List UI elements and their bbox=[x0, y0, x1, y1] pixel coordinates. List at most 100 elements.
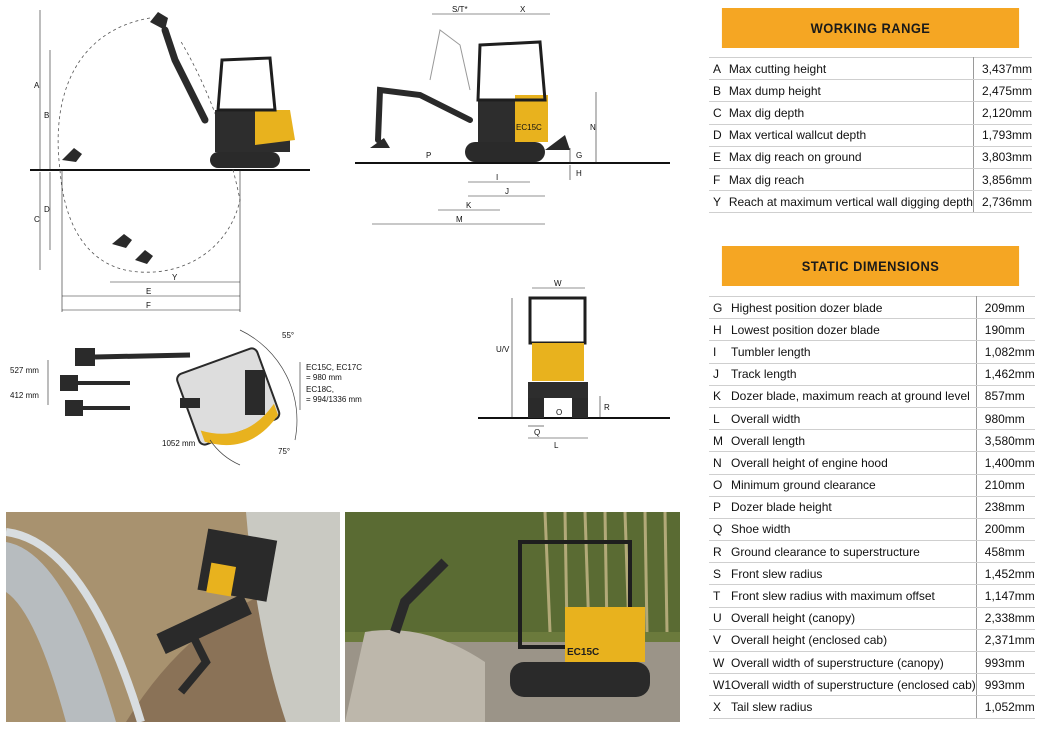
label-Y: Y bbox=[172, 273, 178, 282]
spec-value: 1,793mm bbox=[973, 124, 1032, 147]
static-dimensions-header: STATIC DIMENSIONS bbox=[721, 246, 1020, 286]
spec-label: Overall height (canopy) bbox=[731, 607, 977, 630]
spec-letter: S bbox=[709, 562, 731, 586]
spec-label: Shoe width bbox=[731, 518, 977, 542]
label-ST: S/T* bbox=[452, 5, 468, 14]
spec-letter: N bbox=[709, 451, 731, 475]
technical-diagrams: A B C D Y E F EC15C S/T* bbox=[10, 5, 670, 466]
spec-letter: B bbox=[709, 79, 729, 103]
spec-letter: H bbox=[709, 318, 731, 342]
spec-value: 993mm bbox=[976, 651, 1035, 675]
label-75-deg: 75° bbox=[278, 447, 290, 456]
spec-label: Overall width bbox=[731, 407, 977, 431]
note-ec15c: EC15C, EC17C bbox=[306, 363, 362, 372]
spec-letter: C bbox=[709, 101, 729, 125]
spec-value: 2,338mm bbox=[976, 607, 1035, 630]
label-F: F bbox=[146, 301, 151, 310]
spec-label: Tumbler length bbox=[731, 340, 977, 364]
label-412mm: 412 mm bbox=[10, 391, 39, 400]
spec-letter: E bbox=[709, 146, 729, 169]
spec-label: Overall height of engine hood bbox=[731, 451, 977, 475]
spec-label: Max dig reach bbox=[728, 168, 974, 192]
spec-letter: K bbox=[709, 385, 731, 408]
spec-label: Max vertical wallcut depth bbox=[728, 124, 974, 147]
label-N: N bbox=[590, 123, 596, 132]
spec-value: 238mm bbox=[976, 496, 1035, 519]
label-Q: Q bbox=[534, 428, 540, 437]
label-E: E bbox=[146, 287, 151, 296]
machine-model-text: EC15C bbox=[516, 123, 542, 132]
label-M: M bbox=[456, 215, 463, 224]
spec-letter: A bbox=[709, 56, 729, 81]
label-D: D bbox=[44, 205, 50, 214]
label-P: P bbox=[426, 151, 431, 160]
spec-label: Highest position dozer blade bbox=[731, 295, 977, 320]
spec-value: 1,082mm bbox=[976, 340, 1035, 364]
spec-label: Ground clearance to superstructure bbox=[731, 540, 977, 564]
spec-value: 993mm bbox=[976, 673, 1035, 697]
spec-letter: G bbox=[709, 295, 731, 320]
front-view-diagram: W U/V R O Q L bbox=[478, 279, 670, 450]
spec-value: 1,147mm bbox=[976, 584, 1035, 608]
label-H: H bbox=[576, 169, 582, 178]
spec-value: 2,371mm bbox=[976, 629, 1035, 653]
label-J: J bbox=[505, 187, 509, 196]
label-1052mm: 1052 mm bbox=[162, 439, 196, 448]
label-C: C bbox=[34, 215, 40, 224]
label-527mm: 527 mm bbox=[10, 366, 39, 375]
spec-label: Max dig depth bbox=[728, 101, 974, 125]
spec-letter: W bbox=[709, 651, 731, 675]
spec-label: Overall width of superstructure (canopy) bbox=[731, 651, 977, 675]
spec-value: 1,052mm bbox=[976, 695, 1035, 719]
label-W: W bbox=[554, 279, 562, 288]
spec-label: Front slew radius with maximum offset bbox=[731, 584, 977, 608]
spec-label: Minimum ground clearance bbox=[731, 474, 977, 497]
note-ec18c: EC18C, bbox=[306, 385, 334, 394]
spec-value: 2,736mm bbox=[973, 190, 1032, 214]
spec-label: Overall length bbox=[731, 429, 977, 453]
spec-value: 1,462mm bbox=[976, 363, 1035, 386]
label-B: B bbox=[44, 111, 49, 120]
spec-letter: M bbox=[709, 429, 731, 453]
spec-letter: D bbox=[709, 124, 729, 147]
spec-value: 1,452mm bbox=[976, 562, 1035, 586]
spec-letter: V bbox=[709, 629, 731, 653]
spec-label: Max dig reach on ground bbox=[728, 146, 974, 169]
spec-label: Max dump height bbox=[728, 79, 974, 103]
photo-excavator-trench bbox=[6, 512, 340, 722]
spec-label: Overall height (enclosed cab) bbox=[731, 629, 977, 653]
spec-value: 2,475mm bbox=[973, 79, 1032, 103]
note-994: = 994/1336 mm bbox=[306, 395, 362, 404]
spec-value: 190mm bbox=[976, 318, 1035, 342]
spec-label: Reach at maximum vertical wall digging d… bbox=[728, 190, 974, 214]
spec-letter: Q bbox=[709, 518, 731, 542]
spec-label: Overall width of superstructure (enclose… bbox=[731, 673, 977, 697]
working-range-header: WORKING RANGE bbox=[721, 8, 1020, 48]
label-X: X bbox=[520, 5, 526, 14]
photo-model-text: EC15C bbox=[567, 647, 599, 658]
spec-letter: T bbox=[709, 584, 731, 608]
spec-value: 3,437mm bbox=[973, 56, 1032, 81]
label-A: A bbox=[34, 81, 40, 90]
spec-label: Dozer blade height bbox=[731, 496, 977, 519]
spec-value: 857mm bbox=[976, 385, 1035, 408]
label-L: L bbox=[554, 441, 559, 450]
